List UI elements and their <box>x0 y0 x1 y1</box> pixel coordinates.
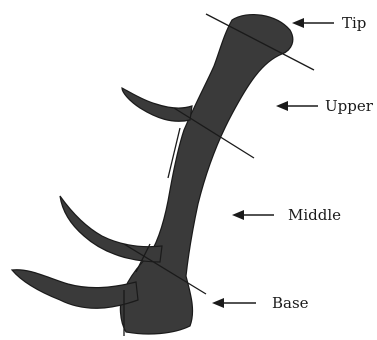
antler-main-beam <box>120 15 292 334</box>
label-tip: Tip <box>292 14 366 32</box>
tip-arrow-head <box>292 18 304 28</box>
upper-label: Upper <box>325 97 374 115</box>
antler-middle-tine <box>60 196 162 262</box>
base-label: Base <box>272 294 309 312</box>
middle-arrow-head <box>232 210 244 220</box>
tip-label: Tip <box>342 14 366 32</box>
antler-shape <box>12 15 293 334</box>
base-arrow-head <box>212 298 224 308</box>
antler-upper-tine <box>122 88 192 121</box>
label-middle: Middle <box>232 206 341 224</box>
antler-brow-tine <box>12 270 138 309</box>
middle-label: Middle <box>288 206 341 224</box>
label-base: Base <box>212 294 309 312</box>
label-upper: Upper <box>276 97 374 115</box>
upper-arrow-head <box>276 101 288 111</box>
